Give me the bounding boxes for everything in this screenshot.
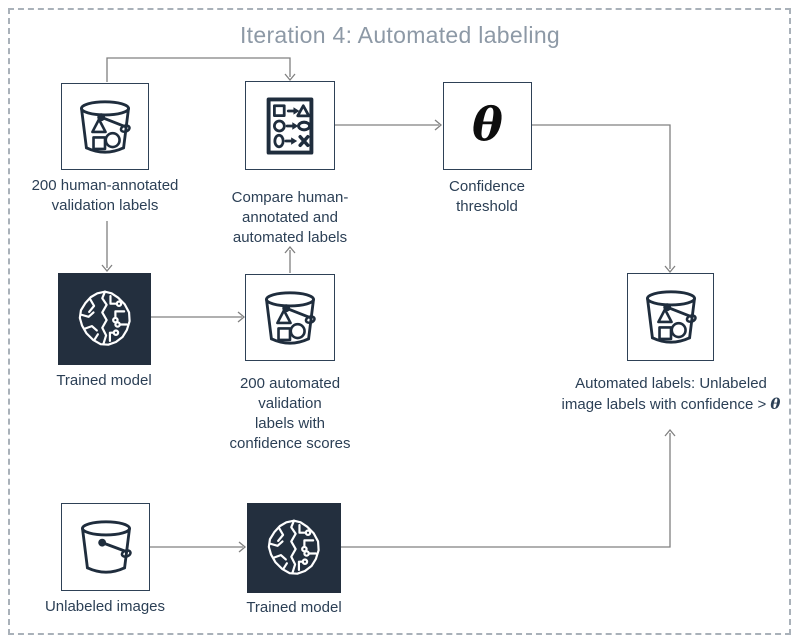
output-caption-line2: image labels with confidence > [561,396,771,413]
node-confidence-threshold: θ [443,82,532,170]
bucket-with-shapes-icon [70,92,140,162]
unlabeled-images-caption: Unlabeled images [44,598,166,615]
human-validation-labels-caption: 200 human-annotated validation labels [31,177,179,214]
automated-validation-labels-caption: 200 automated validation labels with con… [229,375,351,452]
trained-model-lower-caption: Trained model [246,599,342,616]
automated-output-labels-caption: Automated labels: Unlabeled image labels… [558,374,784,415]
node-automated-validation-labels [245,274,335,361]
arrow-humanlabels-to-compare [106,57,291,82]
arrowhead-right [237,311,246,323]
ml-model-brain-icon [70,284,140,354]
node-human-validation-labels [61,83,149,170]
node-trained-model-lower [247,503,341,593]
arrowhead-up [664,428,676,437]
arrow-model-to-output [341,433,671,548]
node-trained-model-upper [58,273,151,365]
node-unlabeled-images [61,503,150,591]
theta-symbol: θ [472,97,503,151]
confidence-threshold-caption: Confidence threshold [449,178,525,215]
node-automated-output-labels [627,273,714,361]
output-caption-line1: Automated labels: Unlabeled [575,375,767,392]
arrowhead-up [284,245,296,254]
arrowhead-right [434,119,443,131]
arrow-threshold-to-output [532,124,671,269]
diagram-title: Iteration 4: Automated labeling [239,22,560,48]
ml-model-brain-icon [259,513,329,583]
theta-inline-symbol: θ [770,395,781,413]
arrowhead-down [664,265,676,274]
bucket-with-shapes-icon [636,282,706,352]
compare-labels-icon [253,89,327,163]
arrowhead-right [238,541,247,553]
node-compare-labels [245,81,335,170]
arrowhead-down [101,264,113,273]
bucket-empty-icon [71,512,141,582]
trained-model-upper-caption: Trained model [56,372,152,389]
compare-labels-caption: Compare human- annotated and automated l… [231,189,349,246]
arrowhead-down [284,73,296,82]
bucket-with-shapes-icon [255,283,325,353]
